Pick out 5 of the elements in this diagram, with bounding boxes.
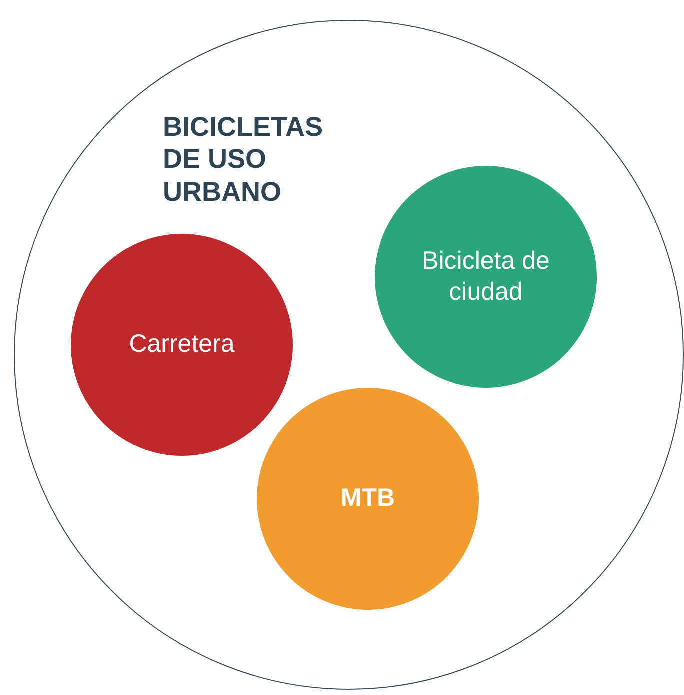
category-label: Carretera xyxy=(128,329,236,360)
group-heading: BICICLETAS DE USO URBANO xyxy=(163,111,324,208)
category-label: MTB xyxy=(340,483,396,514)
category-label: Bicicleta de ciudad xyxy=(421,246,551,308)
group-circle xyxy=(14,20,684,690)
